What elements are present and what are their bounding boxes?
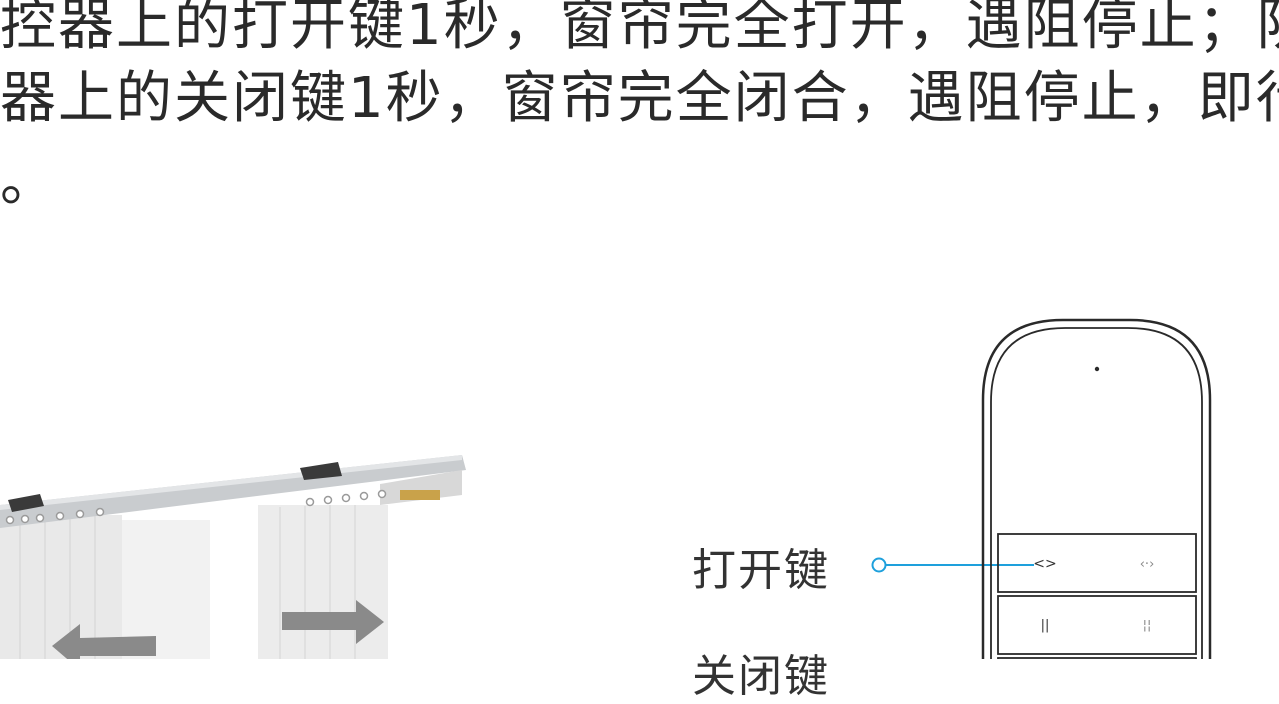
arrow-right-icon <box>282 600 384 644</box>
direction-arrows <box>52 600 384 659</box>
open-key-leader <box>871 557 1034 573</box>
rail-bracket-left <box>8 494 44 512</box>
close-key-label: 关闭键 <box>692 651 830 702</box>
leader-dot-icon <box>871 557 887 573</box>
remote-control <box>981 318 1212 659</box>
partial-pause-icon[interactable]: ¦¦ <box>1142 618 1152 633</box>
partial-open-icon[interactable]: ‹·› <box>1139 557 1155 572</box>
arrow-left-icon <box>52 624 156 659</box>
open-key-label: 打开键 <box>692 545 830 596</box>
instruction-line-1: 控器上的打开键1秒，窗帘完全打开，遇阻停止；队 <box>0 0 1279 58</box>
curtain-folds <box>19 505 356 659</box>
pause-icon[interactable]: || <box>1040 618 1050 633</box>
remote-button-row-1[interactable] <box>997 533 1197 593</box>
remote-button-row-2[interactable] <box>997 595 1197 655</box>
instruction-line-2: 器上的关闭键1秒，窗帘完全闭合，遇阻停止，即行 <box>0 66 1279 131</box>
remote-inner-outline <box>990 327 1203 659</box>
curtain-rail <box>0 455 466 528</box>
curtain-illustration <box>0 455 466 659</box>
curtain-panel-left-inner <box>122 520 210 659</box>
rail-motor-connector <box>400 490 440 500</box>
remote-indicator-icon <box>1094 366 1100 372</box>
open-arrows-icon[interactable]: <> <box>1033 556 1057 572</box>
illustration <box>0 318 1212 659</box>
remote-outline <box>981 318 1212 659</box>
curtain-rail-top <box>0 455 462 510</box>
curtain-panel-right <box>258 505 388 659</box>
remote-button-row-3[interactable] <box>997 657 1197 659</box>
curtain-hooks <box>5 489 387 525</box>
rail-bracket-right <box>300 462 342 480</box>
instruction-line-3: 。 <box>0 149 58 214</box>
